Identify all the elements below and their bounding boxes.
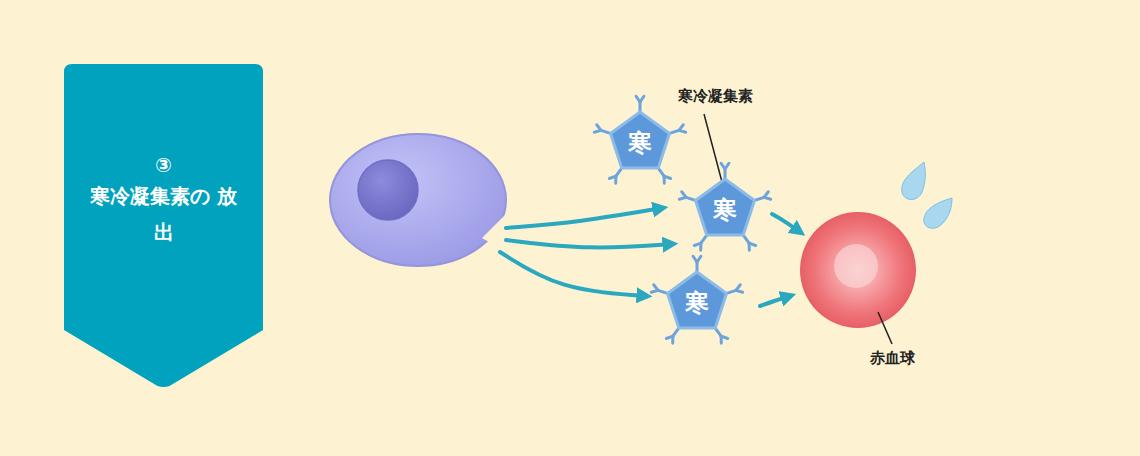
red-blood-cell (800, 212, 916, 328)
antibody-pentagon: 寒 (664, 269, 730, 331)
step-title: 寒冷凝集素の 放出 (89, 178, 239, 250)
release-arrows (500, 208, 800, 306)
step-banner: ③寒冷凝集素の 放出 (64, 64, 263, 388)
leader-line (704, 114, 722, 182)
callout-number: ③ (89, 152, 239, 178)
arrow (500, 252, 646, 296)
antibody-label: 寒冷凝集素 (678, 87, 753, 106)
arrow (772, 214, 800, 232)
antibody-pentagon: 寒 (692, 176, 758, 238)
cell-label: 赤血球 (870, 349, 915, 368)
arrow (760, 296, 790, 306)
arrow (506, 240, 672, 247)
antibody-mark: 寒 (628, 127, 652, 159)
leader-line (878, 312, 892, 344)
cell (330, 134, 508, 266)
antibody-mark: 寒 (713, 194, 737, 226)
arrow (506, 208, 662, 228)
drops (902, 162, 952, 228)
antibody-pentagon: 寒 (607, 109, 673, 171)
antibody-mark: 寒 (685, 287, 709, 319)
